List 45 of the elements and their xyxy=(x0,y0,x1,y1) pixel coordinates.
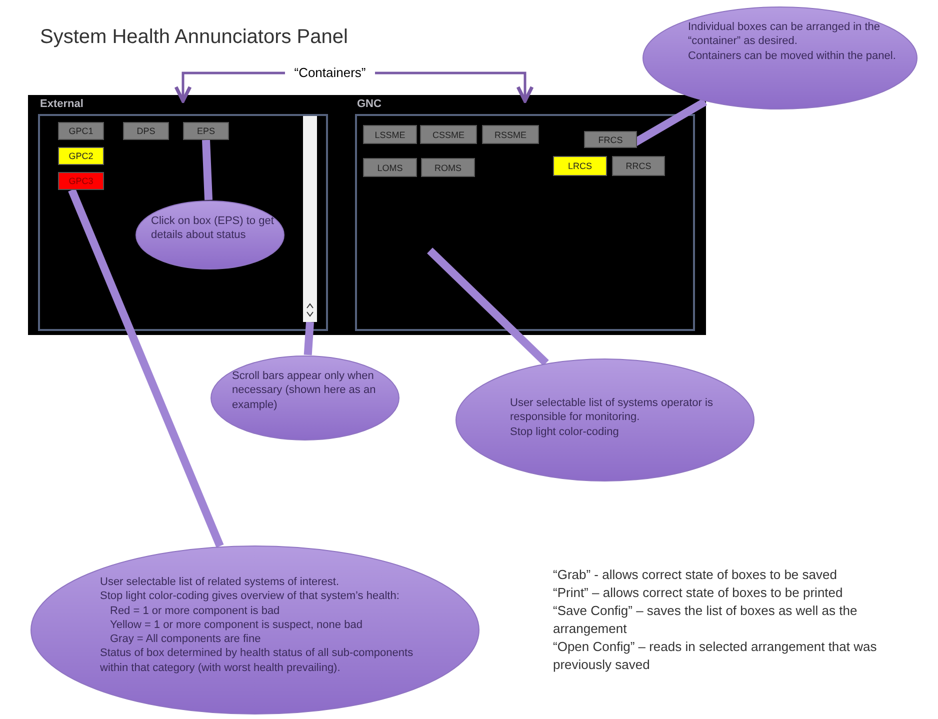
status-indicator: LRCS xyxy=(553,156,607,176)
scroll-bar xyxy=(303,116,317,322)
note-text: “Grab” - allows correct state of boxes to be saved xyxy=(553,566,838,584)
container-label: External xyxy=(40,98,84,110)
callout-text: Red = 1 or more component is bad xyxy=(110,604,281,618)
container-label: GNC xyxy=(357,98,382,110)
callout-text: Stop light color-coding gives overview of that system’s health: xyxy=(100,589,400,604)
callout-text: Status of box determined by health status of all sub-components within that category (with worst health prevailing). xyxy=(100,646,414,676)
callout-text: Gray = All components are fine xyxy=(110,632,262,646)
arrow xyxy=(375,72,534,103)
callout-bubble xyxy=(210,355,400,441)
callout-text: Click on box (EPS) to get details about status xyxy=(151,214,275,243)
callout-pointer xyxy=(202,140,213,200)
status-indicator: LSSME xyxy=(363,125,417,144)
status-indicator: LOMS xyxy=(363,158,417,177)
note-text: “Open Config” – reads in selected arrangement that was previously saved xyxy=(553,638,878,674)
callout-pointer xyxy=(304,322,314,356)
status-indicator: DPS xyxy=(123,122,169,140)
note-text: “Save Config” – saves the list of boxes as well as the arrangement xyxy=(553,602,858,638)
callout-text: Individual boxes can be arranged in the “container” as desired. xyxy=(688,20,882,49)
callout-pointer xyxy=(427,248,549,366)
note-text: “Print” – allows correct state of boxes to be printed xyxy=(553,584,844,602)
status-indicator: FRCS xyxy=(584,131,637,148)
callout-text: User selectable list of related systems of interest. xyxy=(100,575,340,590)
title: System Health Annunciators Panel xyxy=(40,26,348,49)
status-indicator: CSSME xyxy=(420,125,477,144)
status-indicator: GPC3 xyxy=(58,172,104,190)
callout-text: Stop light color-coding xyxy=(510,424,620,439)
callout-text: Scroll bars appear only when necessary (shown here as an example) xyxy=(232,369,377,412)
status-indicator: ROMS xyxy=(421,158,475,177)
callout-bubble xyxy=(135,200,285,270)
status-indicator: GPC1 xyxy=(58,122,104,140)
status-indicator: EPS xyxy=(183,122,229,140)
arrow xyxy=(174,72,285,103)
callout-bubble xyxy=(30,545,480,715)
callout-text: Containers can be moved within the panel. xyxy=(688,48,897,63)
dashboard-panel xyxy=(28,95,706,335)
status-indicator: RSSME xyxy=(482,125,539,144)
callout-bubble xyxy=(642,6,918,110)
callout-bubble xyxy=(455,358,755,482)
callout-text: Yellow = 1 or more component is suspect, none bad xyxy=(110,618,364,632)
status-indicator: GPC2 xyxy=(58,147,104,165)
status-indicator: RRCS xyxy=(612,156,665,176)
callout-text: User selectable list of systems operator is responsible for monitoring. xyxy=(510,396,714,425)
callout-pointer xyxy=(68,188,224,548)
